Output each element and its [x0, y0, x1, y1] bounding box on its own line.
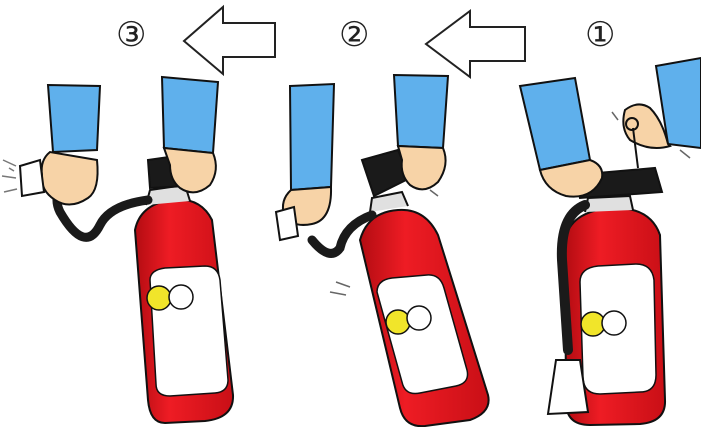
- step-2-figure: [276, 75, 489, 426]
- gauge-yellow: [386, 310, 410, 334]
- sleeve-left: [520, 78, 590, 170]
- step-3-figure: [2, 77, 233, 423]
- fire-extinguisher-icon: [360, 150, 489, 426]
- nozzle: [548, 360, 588, 414]
- sleeve-right: [162, 77, 218, 153]
- nozzle: [20, 160, 44, 196]
- left-arrow-icon: [184, 7, 275, 74]
- gauge-white: [407, 306, 431, 330]
- sleeve-left: [290, 84, 334, 190]
- gauge-white: [602, 311, 626, 335]
- left-arrow-icon: [426, 11, 525, 77]
- step-1-figure: [520, 58, 701, 425]
- gauge-white: [169, 285, 193, 309]
- sleeve-left: [48, 85, 100, 152]
- gauge-yellow: [147, 286, 171, 310]
- hand-icon: [42, 152, 98, 205]
- fire-extinguisher-icon: [135, 155, 233, 423]
- hand-icon: [398, 146, 446, 189]
- extinguisher-label: [150, 266, 228, 396]
- spray-lines-icon: [2, 160, 17, 192]
- nozzle: [276, 207, 298, 240]
- sleeve-right: [394, 75, 448, 148]
